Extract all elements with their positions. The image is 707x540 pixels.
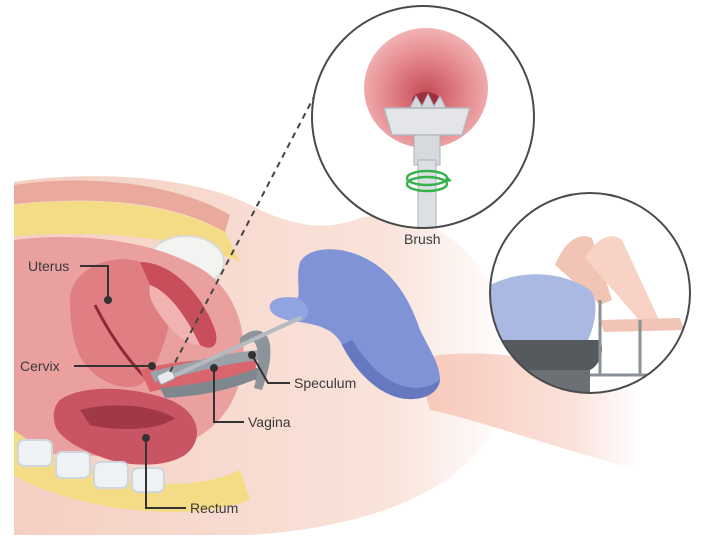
label-cervix: Cervix [20,358,60,374]
exam-table-inset [490,193,690,395]
label-rectum: Rectum [190,500,238,516]
brush-bristles [410,94,446,108]
brush-inset [312,6,534,240]
patient-foot [600,318,684,332]
label-uterus: Uterus [28,258,69,274]
label-vagina: Vagina [248,414,291,430]
label-speculum: Speculum [294,375,356,391]
brush-head [384,108,470,135]
label-brush: Brush [404,231,441,247]
patient-gown [490,274,595,345]
